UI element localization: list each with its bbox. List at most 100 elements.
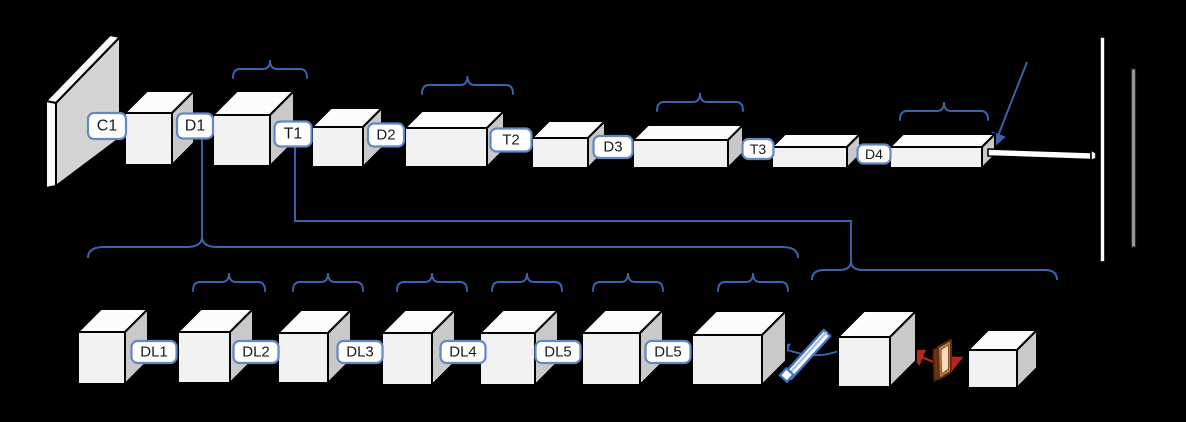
- box-front-face: [531, 137, 589, 169]
- label-chip-text: T1: [284, 126, 303, 143]
- label-chip-text: D2: [376, 127, 395, 144]
- label-t1: T1: [273, 120, 313, 148]
- box-front-face: [77, 331, 126, 385]
- label-chip-frame: [439, 339, 487, 365]
- label-chip-text: DL3: [346, 344, 374, 361]
- output-bar: [987, 148, 1097, 162]
- bottom-brace-3: [396, 272, 468, 292]
- top-row-box-7: [771, 133, 861, 169]
- label-d2: D2: [366, 122, 406, 148]
- bottom-row-box-9: [967, 329, 1038, 389]
- box-front-face: [771, 146, 848, 169]
- label-chip-frame: [232, 339, 280, 365]
- label-chip-text: T2: [502, 132, 520, 149]
- screen-line-2: [1130, 68, 1137, 248]
- label-chip-frame: [175, 112, 215, 140]
- box-top-face: [889, 133, 996, 148]
- label-dl3-3: DL3: [336, 339, 384, 365]
- panel-left-edge: [45, 100, 57, 189]
- label-chip-frame: [273, 120, 313, 148]
- box-front-face: [381, 332, 433, 386]
- label-d1: D1: [175, 112, 215, 140]
- pencil-icon: [778, 328, 832, 384]
- label-dl1-1: DL1: [130, 339, 178, 365]
- label-chip-text: DL4: [449, 344, 477, 361]
- label-chip-text: D3: [603, 139, 622, 156]
- label-dl5-5: DL5: [534, 339, 582, 365]
- label-chip-frame: [741, 137, 775, 161]
- box-top-face: [771, 133, 861, 148]
- top-brace-4: [899, 101, 989, 121]
- top-brace-2: [421, 75, 514, 95]
- label-chip-frame: [856, 143, 892, 165]
- bottom-row-box-4: [381, 309, 456, 386]
- grouping-brace-output: [811, 260, 1058, 281]
- box-front-face: [311, 126, 364, 168]
- label-d4: D4: [856, 143, 892, 165]
- bottom-row-box-3: [277, 309, 352, 384]
- box-front-face: [124, 112, 173, 166]
- pencil-cap: [778, 366, 795, 384]
- box-front-face: [581, 332, 641, 386]
- bottom-brace-6: [717, 272, 789, 292]
- label-chip-text: DL5: [654, 344, 682, 361]
- blue-arrow-to-output-bar: [991, 61, 1028, 149]
- top-brace-3: [656, 92, 744, 112]
- canvas-icon: [932, 339, 952, 382]
- top-row-box-6: [632, 124, 744, 169]
- label-t2: T2: [489, 127, 533, 153]
- label-dl4-4: DL4: [439, 339, 487, 365]
- label-chip-frame: [592, 134, 634, 160]
- label-t3: T3: [741, 137, 775, 161]
- box-front-face: [479, 332, 536, 386]
- label-dl5-6: DL5: [644, 339, 692, 365]
- label-chip-text: DL2: [242, 344, 270, 361]
- boxes-layer: [45, 34, 1137, 389]
- label-chip-text: DL5: [544, 344, 572, 361]
- label-chip-frame: [534, 339, 582, 365]
- bottom-brace-5: [592, 272, 664, 292]
- label-chip-text: DL1: [140, 344, 168, 361]
- top-row-box-8: [889, 133, 996, 169]
- bottom-row-box-6: [581, 309, 664, 386]
- box-front-face: [632, 139, 729, 169]
- top-row-box-4: [404, 110, 505, 168]
- bottom-row-box-8: [837, 310, 917, 388]
- label-chip-frame: [86, 111, 128, 141]
- box-front-face: [837, 336, 891, 388]
- box-front-face: [404, 127, 488, 168]
- bottom-brace-4: [491, 272, 563, 292]
- output-bar-cap: [1090, 149, 1097, 162]
- box-front-face: [277, 332, 329, 384]
- box-front-face: [889, 146, 983, 169]
- pencil-shading: [786, 331, 828, 377]
- label-chip-text: D4: [865, 146, 883, 162]
- top-row-box-1: [124, 90, 195, 166]
- bottom-brace-1: [192, 272, 266, 292]
- label-chip-text: D1: [185, 118, 206, 135]
- connector-from-t1: [294, 147, 852, 261]
- box-top-face: [632, 124, 744, 141]
- box-front-face: [177, 331, 231, 384]
- bottom-brace-2: [292, 272, 364, 292]
- label-dl2-2: DL2: [232, 339, 280, 365]
- label-chip-text: T3: [750, 141, 767, 157]
- input-image-panel: [45, 34, 121, 189]
- canvas-inner: [940, 344, 949, 375]
- box-front-face: [212, 114, 271, 167]
- label-c1: C1: [86, 111, 128, 141]
- top-brace-1: [232, 59, 308, 79]
- label-d3: D3: [592, 134, 634, 160]
- icons-layer: [778, 328, 952, 384]
- label-chip-frame: [130, 339, 178, 365]
- box-front-face: [967, 349, 1018, 389]
- label-chip-text: C1: [97, 118, 118, 135]
- connector-lines-layer: [87, 59, 1058, 373]
- bottom-row-box-7: [691, 310, 787, 386]
- label-chip-frame: [336, 339, 384, 365]
- label-chip-frame: [366, 122, 406, 148]
- screen-line-1: [1099, 36, 1106, 263]
- label-chip-frame: [644, 339, 692, 365]
